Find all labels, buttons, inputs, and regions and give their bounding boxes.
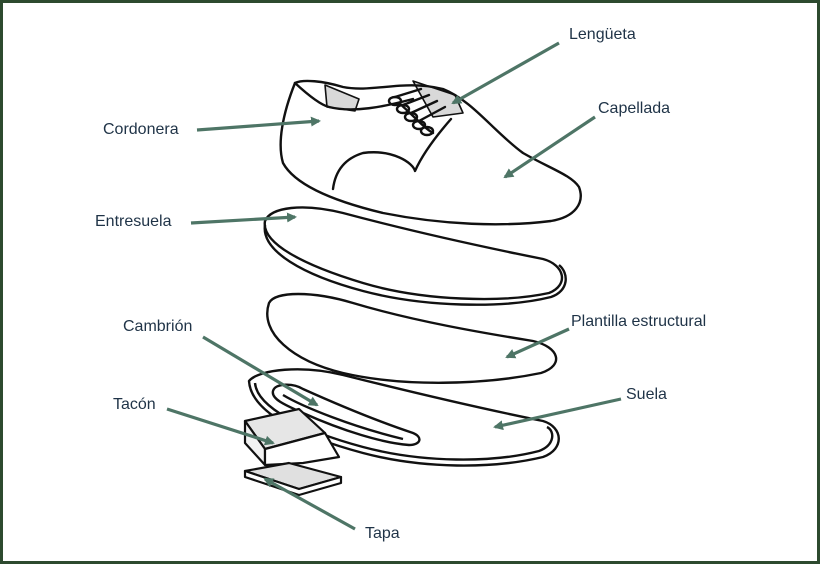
leader-capellada <box>503 115 596 179</box>
shoe-exploded-illustration <box>166 41 622 531</box>
leader-suela <box>493 397 622 431</box>
leader-plantilla <box>505 327 570 359</box>
leader-tacon <box>166 407 275 446</box>
shoe-upper <box>279 79 582 226</box>
shoe-collar-inner <box>324 84 360 112</box>
label-plantilla: Plantilla estructural <box>571 313 707 330</box>
leader-entresuela <box>190 212 297 225</box>
leader-lengueta <box>451 41 560 105</box>
entresuela-piece <box>263 206 567 306</box>
label-entresuela: Entresuela <box>95 213 172 230</box>
label-suela: Suela <box>626 386 667 403</box>
label-cambrion: Cambrión <box>123 318 193 335</box>
label-lengueta: Lengüeta <box>569 26 636 43</box>
shoe-outline <box>279 79 582 226</box>
leader-tapa <box>263 477 356 531</box>
leader-cambrion <box>202 335 319 407</box>
label-cordonera: Cordonera <box>103 121 179 138</box>
tapa-piece <box>243 461 343 497</box>
label-tapa: Tapa <box>365 525 400 542</box>
leader-lines <box>166 41 622 531</box>
leader-cordonera <box>196 116 321 132</box>
plantilla-piece <box>266 292 558 384</box>
label-tacon: Tacón <box>113 396 156 413</box>
label-capellada: Capellada <box>598 100 671 117</box>
